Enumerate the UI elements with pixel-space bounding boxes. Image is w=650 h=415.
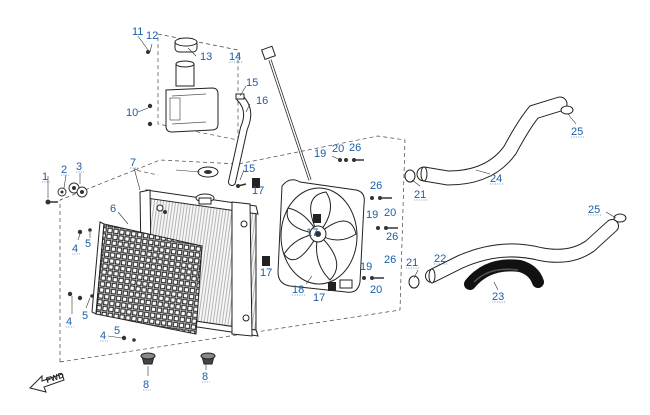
callout-label: 4: [72, 243, 78, 255]
callout-label: 25: [571, 126, 583, 138]
callout-label: 5: [114, 325, 120, 337]
callout-label: 20: [370, 284, 382, 296]
cooling-fan: [277, 179, 365, 293]
callout-label: 19: [314, 148, 326, 160]
overflow-tank-assembly: [129, 37, 219, 141]
callout-label: 18: [292, 284, 304, 296]
callout-label: 5: [85, 238, 91, 250]
callout-label: 14: [229, 51, 241, 63]
callout-label: 19: [360, 261, 372, 273]
callout-label: 11: [132, 26, 143, 38]
callout-label: 17: [313, 292, 325, 304]
callout-label: 8: [202, 371, 208, 383]
callout-label: 2: [61, 164, 67, 176]
overflow-tank: [165, 87, 219, 133]
callout-label: 15: [243, 163, 255, 175]
callout-label: 24: [490, 173, 502, 185]
callout-label: 20: [384, 207, 396, 219]
callout-label: 21: [414, 189, 426, 201]
callout-label: 10: [126, 107, 138, 119]
callout-label: 17: [306, 227, 318, 239]
callout-label: 16: [256, 95, 268, 107]
callout-label: 3: [76, 161, 82, 173]
callout-label: 26: [386, 231, 398, 243]
callout-label: 5: [82, 310, 88, 322]
callout-label: 4: [66, 316, 72, 328]
callout-label: 17: [260, 267, 272, 279]
callout-label: 20: [332, 143, 344, 155]
callout-label: 7: [130, 157, 136, 169]
callout-label: 1: [42, 171, 48, 183]
fan-grommets: [252, 178, 336, 291]
callout-label: 26: [370, 180, 382, 192]
mesh-screen: [91, 221, 203, 335]
callout-label: 26: [349, 142, 361, 154]
callout-labels: 1 2 3 4 4 4 5 5 5 6 7 8 8 10 11 12 13 14…: [42, 26, 600, 391]
callout-label: 13: [200, 51, 212, 63]
callout-label: 15: [246, 77, 258, 89]
callout-label: 22: [434, 253, 446, 265]
callout-label: 21: [406, 257, 418, 269]
upper-hose: [404, 96, 574, 186]
callout-label: 23: [492, 291, 504, 303]
leader-lines: [47, 35, 617, 376]
radiator-tank-hose: [228, 93, 252, 186]
callout-label: 6: [110, 203, 116, 215]
callout-label: 17: [252, 185, 264, 197]
callout-label: 26: [384, 254, 396, 266]
bypass-hose: [464, 259, 544, 290]
rubber-mounts: [140, 166, 219, 365]
callout-label: 8: [143, 379, 149, 391]
bolts-and-washers: [45, 158, 398, 342]
forward-direction-arrow: FWD: [29, 371, 65, 393]
callout-label: 25: [588, 204, 600, 216]
lower-hose: [408, 213, 627, 289]
callout-label: 4: [100, 330, 106, 342]
callout-label: 19: [366, 209, 378, 221]
callout-label: 12: [146, 30, 158, 42]
